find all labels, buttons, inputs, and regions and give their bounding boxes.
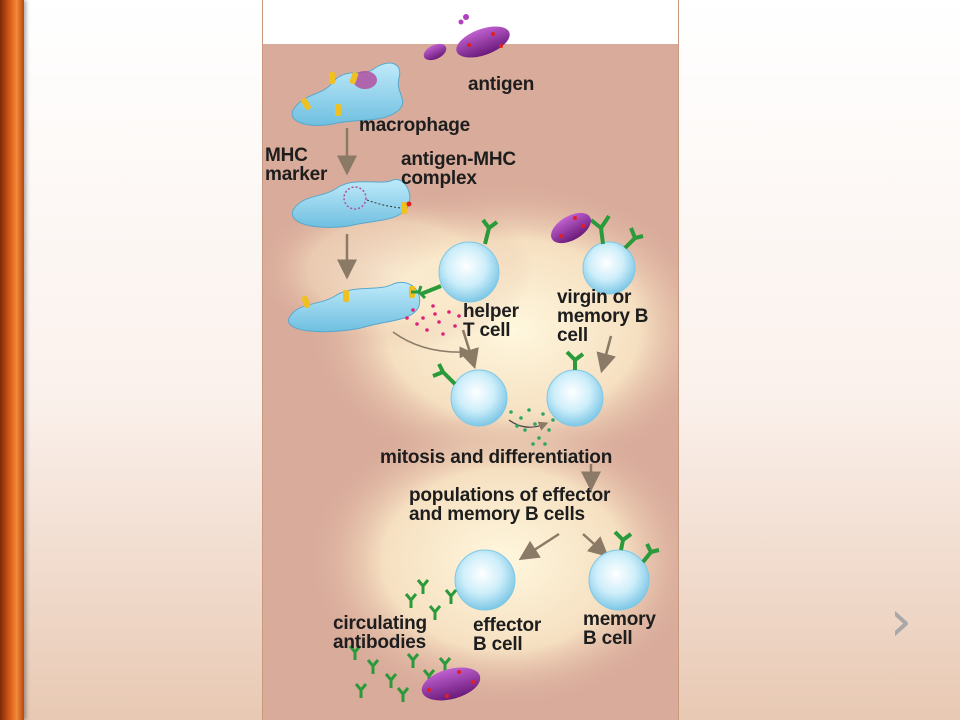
flow-arrow — [508, 419, 549, 431]
flow-arrow — [459, 329, 479, 370]
chevron-right-icon[interactable]: › — [889, 589, 913, 654]
label-circulating-antibodies: circulating antibodies — [333, 613, 427, 653]
circulating-antibodies — [348, 579, 458, 702]
immune-response-diagram: antigen macrophage MHC marker antigen-MH… — [262, 0, 679, 720]
antigen-bacterium-top — [423, 14, 510, 61]
activated-b-cell — [546, 350, 604, 427]
label-populations: populations of effector and memory B cel… — [409, 485, 611, 525]
antigen-presenting-macrophage — [288, 282, 427, 333]
label-antigen-mhc-complex: antigen-MHC complex — [401, 149, 516, 189]
effector-b-cell — [454, 549, 516, 611]
virgin-memory-b-cell — [551, 212, 644, 295]
flow-arrow — [518, 532, 560, 561]
flow-arrow — [392, 331, 472, 359]
label-virgin-memory-b-cell: virgin or memory B cell — [557, 287, 649, 346]
label-mitosis-differentiation: mitosis and differentiation — [380, 447, 613, 468]
label-effector-b-cell: effector B cell — [473, 615, 542, 655]
label-antigen: antigen — [468, 74, 535, 95]
macrophage-processing-cell — [291, 179, 412, 228]
label-memory-b-cell: memory B cell — [583, 609, 656, 649]
flow-arrow — [582, 533, 609, 558]
helper-t-cell — [420, 218, 500, 303]
activated-helper-t-cell — [432, 363, 508, 427]
flow-arrow — [596, 335, 616, 374]
cytokine-dots-green — [509, 408, 555, 446]
label-helper-t-cell: helper T cell — [463, 301, 519, 341]
cytokine-dots-pink — [405, 304, 461, 336]
slide-accent-bar — [0, 0, 24, 720]
antigen-bacterium-bottom — [421, 667, 481, 701]
label-macrophage: macrophage — [359, 115, 470, 136]
macrophage-cell — [291, 62, 404, 126]
diagram-artwork — [263, 14, 678, 710]
label-mhc-marker: MHC marker — [265, 145, 328, 185]
memory-b-cell — [588, 530, 660, 611]
